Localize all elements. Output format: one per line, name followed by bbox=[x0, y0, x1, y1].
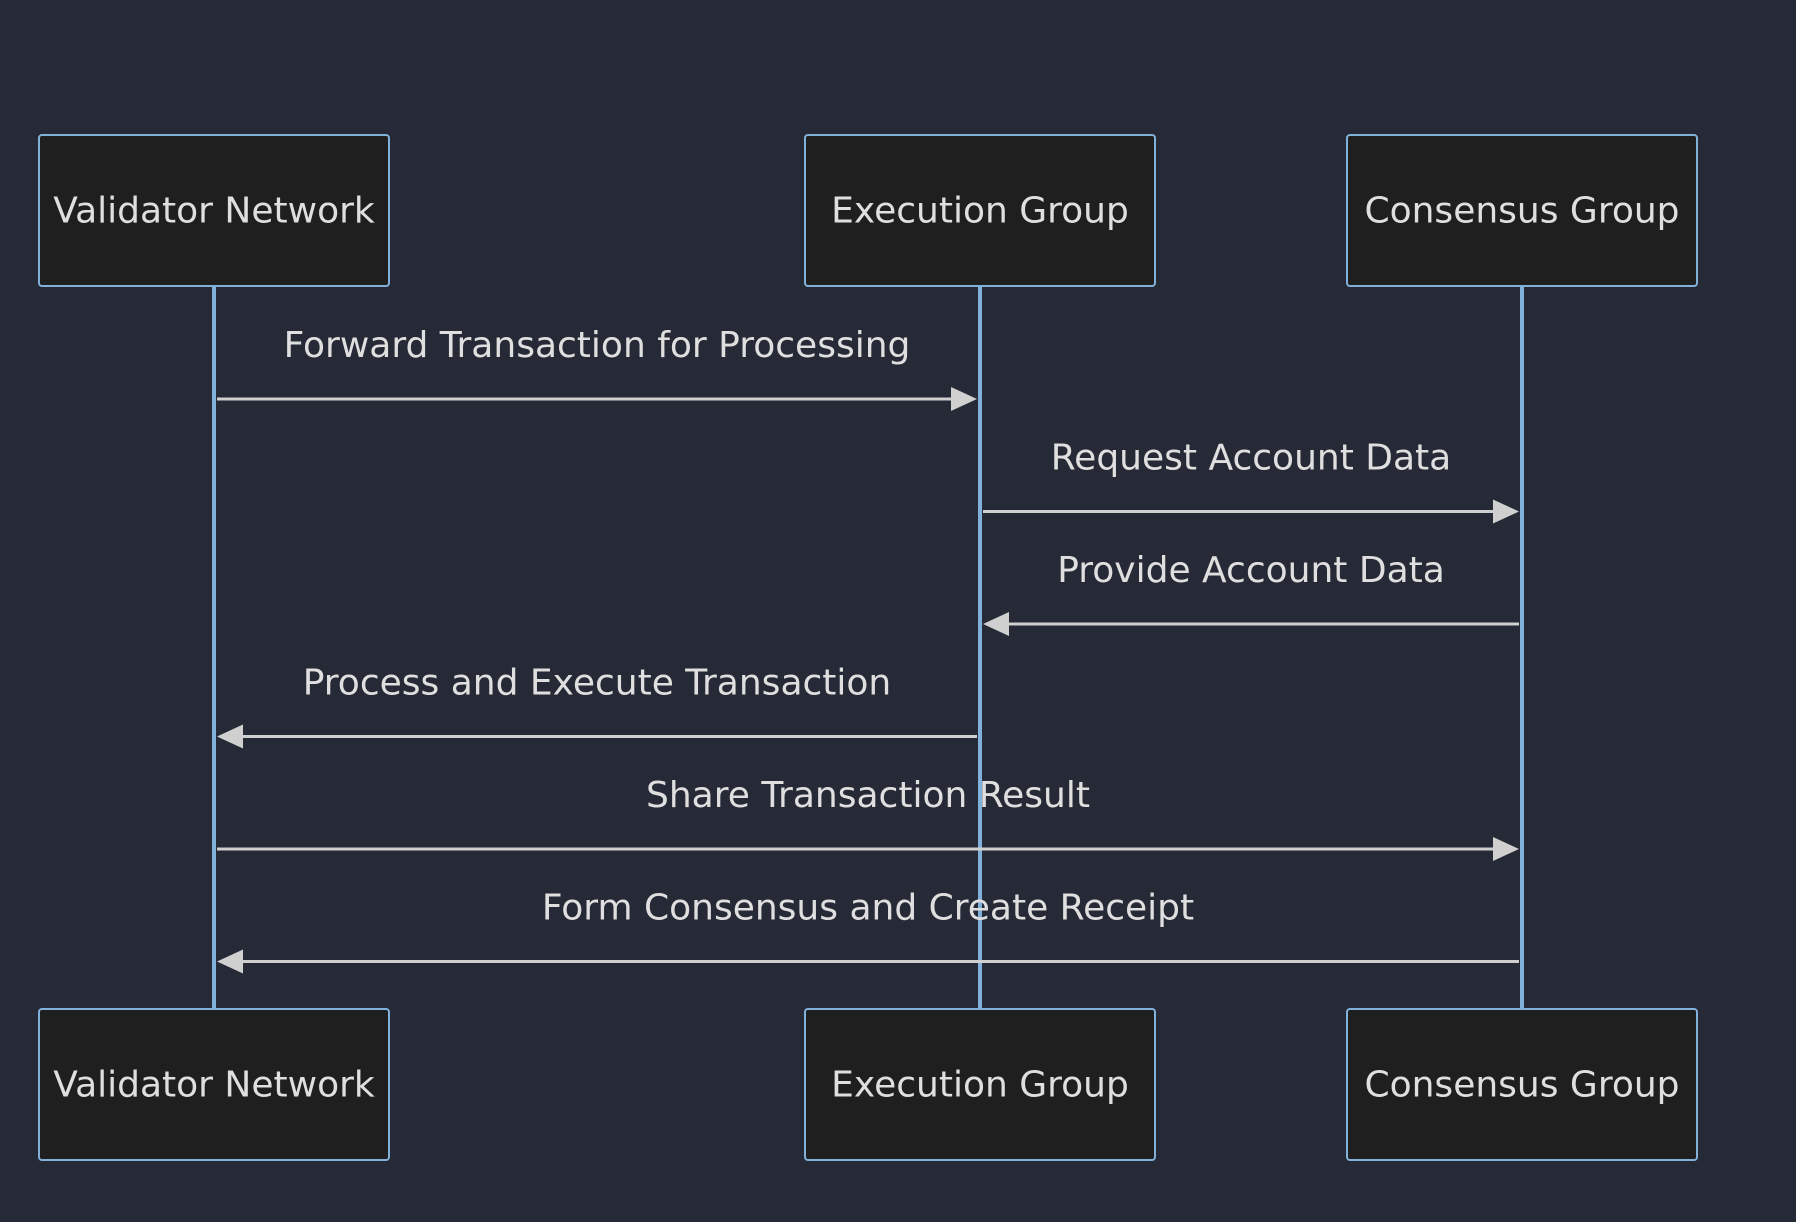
actor-label: Execution Group bbox=[831, 1065, 1129, 1106]
actor-label: Consensus Group bbox=[1364, 191, 1679, 232]
actor-box bbox=[804, 134, 1156, 287]
actor-label: Validator Network bbox=[53, 191, 375, 232]
arrowhead-icon bbox=[983, 612, 1009, 636]
message-label: Forward Transaction for Processing bbox=[284, 325, 911, 366]
actor-label: Consensus Group bbox=[1364, 1065, 1679, 1106]
message-label: Form Consensus and Create Receipt bbox=[542, 888, 1194, 929]
message-label: Provide Account Data bbox=[1057, 550, 1445, 591]
actor-box bbox=[804, 1008, 1156, 1161]
message-label: Process and Execute Transaction bbox=[303, 663, 892, 704]
arrowhead-icon bbox=[1493, 499, 1519, 524]
actor-label: Execution Group bbox=[831, 191, 1129, 232]
actor-bottom-execution: Execution Group bbox=[804, 1008, 1156, 1161]
actor-top-execution: Execution Group bbox=[804, 134, 1156, 287]
actor-box bbox=[38, 1008, 390, 1161]
message-1: Forward Transaction for Processing bbox=[217, 325, 977, 411]
actor-bottom-consensus: Consensus Group bbox=[1346, 1008, 1698, 1161]
message-4: Process and Execute Transaction bbox=[217, 663, 977, 749]
message-6: Form Consensus and Create Receipt bbox=[217, 888, 1519, 974]
arrowhead-icon bbox=[1493, 837, 1519, 861]
actor-label: Validator Network bbox=[53, 1065, 375, 1106]
message-label: Request Account Data bbox=[1051, 438, 1451, 479]
message-label: Share Transaction Result bbox=[646, 775, 1090, 816]
actor-box bbox=[1346, 1008, 1698, 1161]
actor-bottom-validator: Validator Network bbox=[38, 1008, 390, 1161]
actor-box bbox=[1346, 134, 1698, 287]
message-2: Request Account Data bbox=[983, 438, 1519, 524]
arrowhead-icon bbox=[951, 387, 977, 411]
actor-top-consensus: Consensus Group bbox=[1346, 134, 1698, 287]
message-3: Provide Account Data bbox=[983, 550, 1519, 636]
actor-top-validator: Validator Network bbox=[38, 134, 390, 287]
arrowhead-icon bbox=[217, 724, 243, 749]
actor-box bbox=[38, 134, 390, 287]
arrowhead-icon bbox=[217, 949, 243, 974]
message-5: Share Transaction Result bbox=[217, 775, 1519, 861]
